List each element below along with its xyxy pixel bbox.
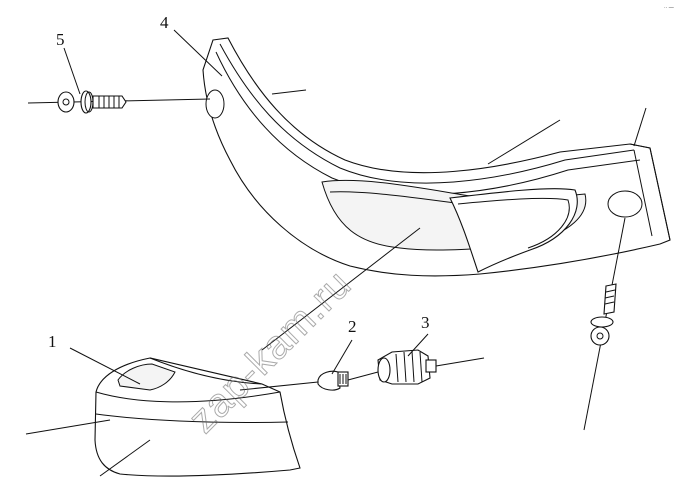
right-screw-washer	[590, 316, 614, 328]
lamp-housing-seam	[95, 413, 289, 424]
lamp-lens-insert	[449, 188, 578, 273]
lamp-housing-top-window	[117, 363, 176, 391]
trim-panel-end-face	[629, 143, 671, 241]
screw-head	[57, 91, 75, 113]
bulb-glass	[317, 370, 341, 391]
screw-washer	[80, 90, 92, 114]
part-2-bulb	[317, 370, 349, 391]
socket-flange	[377, 357, 391, 383]
lamp-lens-edge	[457, 197, 570, 249]
mount-hole-left	[205, 89, 225, 119]
socket-terminal	[425, 359, 437, 373]
callout-1: 1	[48, 332, 57, 351]
leader-lines	[25, 29, 647, 477]
part-3-socket	[377, 349, 437, 385]
right-screw-head	[590, 326, 610, 346]
trim-panel-rim	[219, 43, 635, 184]
callout-3: 3	[421, 313, 430, 332]
right-screw-shank	[603, 283, 617, 315]
callout-5: 5	[56, 30, 65, 49]
callout-4: 4	[160, 13, 169, 32]
part-5-screw	[27, 90, 211, 114]
right-screw	[583, 217, 626, 431]
part-1-lamp-housing	[94, 357, 301, 477]
callout-2: 2	[348, 317, 357, 336]
lamp-housing-top	[149, 357, 263, 385]
mount-hole-right	[607, 190, 643, 218]
corner-mark: ·· —	[664, 5, 674, 11]
part-4-trim-panel	[202, 37, 671, 277]
